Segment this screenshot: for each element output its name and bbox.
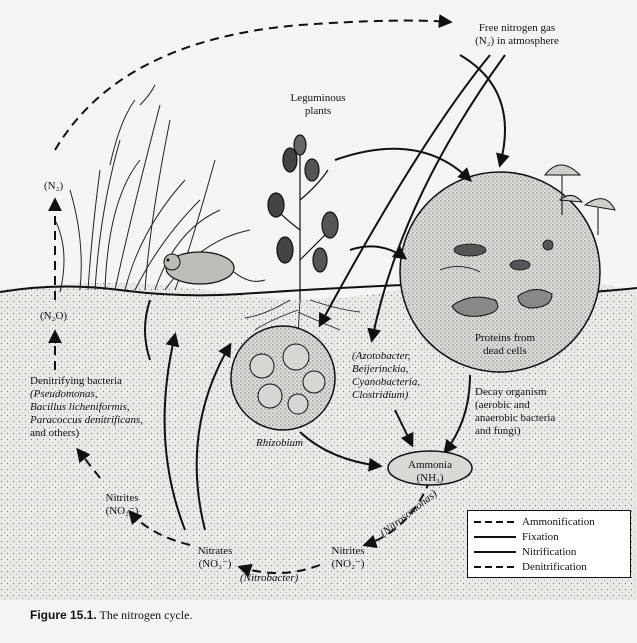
legend-item-denitrification: Denitrification (474, 560, 624, 574)
mushrooms-artwork (543, 164, 616, 235)
figure-caption: Figure 15.1. The nitrogen cycle. (30, 608, 192, 623)
cyanobacteria-text: Cyanobacteria, (352, 376, 421, 388)
and-others-text: and others) (30, 427, 80, 439)
legend-dashed-line-icon (474, 566, 516, 568)
earthworm-artwork (144, 299, 151, 361)
soil-organisms-artwork (439, 239, 554, 273)
arrow-animals-to-decay (349, 245, 408, 260)
proteins-label: Proteins from dead cells (465, 332, 545, 358)
paracoccus-text: Paracoccus denitrificans, (30, 414, 144, 426)
azotobacter-text: (Azotobacter, (352, 350, 411, 362)
anaerobic-text: anaerobic bacteria (475, 412, 556, 424)
legume-plant-artwork (267, 134, 339, 300)
pseudomonas-text: (Pseudomonas, (30, 388, 98, 400)
decay-organism-text: Decay organism (475, 386, 547, 398)
ammonia-text: Ammonia (408, 459, 452, 471)
denitrifying-bacteria-label: Denitrifying bacteria (Pseudomonas, Baci… (30, 375, 210, 440)
legend-item-nitrification: Nitrification (474, 545, 624, 559)
proteins-text: Proteins from (474, 332, 536, 344)
arrow-ammonia-to-nitrites (362, 479, 431, 549)
fungi-text: and fungi) (475, 425, 521, 437)
legend-label: Denitrification (522, 561, 587, 573)
ammonia-node (387, 450, 473, 486)
figure-caption-text: The nitrogen cycle. (99, 608, 193, 622)
arrow-nitrites-to-denitrifying (76, 447, 101, 479)
ammonia-label: Ammonia (NH₃) (398, 459, 462, 485)
nitrites-bottom-text: Nitrites (331, 545, 365, 557)
bacillus-text: Bacillus licheniformis, (30, 401, 130, 413)
legend-solid-line-icon (474, 551, 516, 553)
legend-label: Fixation (522, 531, 559, 543)
plants-text: plants (304, 105, 332, 117)
arrow-nitrates-to-nitrites (128, 509, 191, 546)
nitrobacter-label: (Nitrobacter) (240, 572, 299, 584)
nitrites-bottom-formula: (NO₂⁻) (331, 558, 365, 570)
denitrifying-text: Denitrifying bacteria (30, 375, 122, 387)
arrow-atmosphere-to-fixers (367, 54, 506, 343)
arrow-denitrification-to-atmosphere (54, 14, 453, 151)
nitrates-text: Nitrates (197, 545, 233, 557)
roots-artwork (244, 299, 361, 336)
legend: Ammonification Fixation Nitrification De… (467, 510, 631, 578)
arrow-rhizobium-to-ammonia (299, 431, 383, 472)
nitrates-formula: (NO₃⁻) (198, 558, 232, 570)
rhizobium-nodule-circle (230, 325, 336, 431)
n2o-label: (N₂O) (40, 310, 68, 322)
legend-dashed-line-icon (474, 521, 516, 523)
arrow-atmosphere-to-decay (459, 54, 510, 168)
rhizobium-label: Rhizobium (256, 437, 304, 449)
free-nitrogen-text: Free nitrogen gas (478, 22, 556, 34)
legend-label: Ammonification (522, 516, 595, 528)
arrow-plants-to-decay (334, 147, 472, 182)
n2-label: (N₂) (44, 180, 64, 192)
aerobic-text: (aerobic and (475, 399, 530, 411)
free-nitrogen-label: Free nitrogen gas (N₂) in atmosphere (452, 22, 582, 48)
nitrites-left-formula: (NO₂⁻) (105, 505, 139, 517)
arrow-decay-to-ammonia (443, 374, 471, 455)
clostridium-text: Clostridium) (352, 389, 409, 401)
legend-item-fixation: Fixation (474, 530, 624, 544)
nitrites-bottom-label: Nitrites (NO₂⁻) (318, 545, 378, 571)
mouse-artwork (163, 251, 266, 285)
legend-item-ammonification: Ammonification (474, 515, 624, 529)
decay-organism-label: Decay organism (aerobic and anaerobic ba… (475, 386, 595, 438)
leguminous-text: Leguminous (290, 92, 346, 104)
free-nitrogen-formula: (N₂) in atmosphere (475, 35, 559, 47)
legend-label: Nitrification (522, 546, 577, 558)
nitrites-left-label: Nitrites (NO₂⁻) (92, 492, 152, 518)
nitrites-left-text: Nitrites (105, 492, 139, 504)
figure-number: Figure 15.1. (30, 608, 97, 622)
arrow-nitrites-to-nitrates (237, 563, 321, 578)
arrow-nitrates-to-plant (195, 342, 232, 531)
arrow-fixers-to-ammonia (394, 409, 414, 448)
ammonia-formula: (NH₃) (416, 472, 444, 484)
nodules-artwork (249, 343, 326, 415)
arrow-atmosphere-to-rhizobium (318, 54, 491, 328)
dead-cells-text: dead cells (483, 345, 527, 357)
dead-cells-artwork (451, 289, 553, 317)
arrow-nitrates-to-roots (163, 332, 186, 531)
leguminous-plants-label: Leguminous plants (278, 92, 358, 118)
legend-solid-line-icon (474, 536, 516, 538)
decay-organism-circle (399, 171, 601, 373)
free-living-fixers-label: (Azotobacter, Beijerinckia, Cyanobacteri… (352, 350, 462, 402)
nitrates-label: Nitrates (NO₃⁻) (185, 545, 245, 571)
beijerinckia-text: Beijerinckia, (352, 363, 409, 375)
